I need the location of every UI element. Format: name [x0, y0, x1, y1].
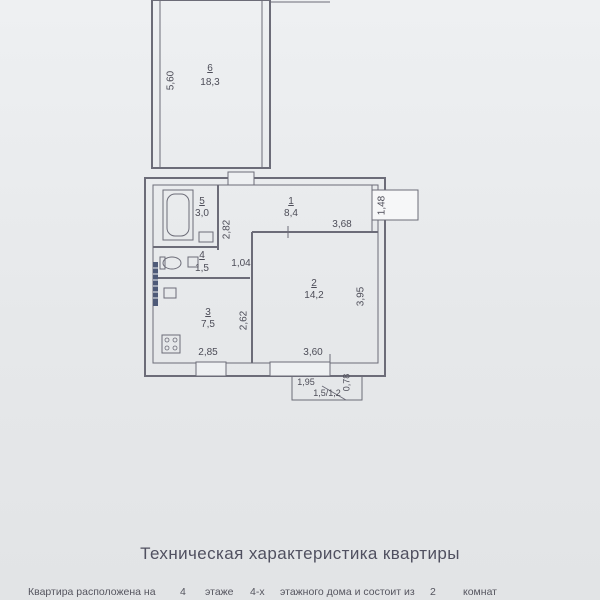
- inner-wall: [152, 184, 379, 364]
- room-1-number: 1: [288, 196, 294, 207]
- room-5-number: 5: [199, 196, 205, 207]
- toilet-tank: [159, 256, 166, 270]
- bathtub-inner: [166, 193, 190, 237]
- line-rooms: 2: [430, 586, 436, 598]
- room-4-area: 1,5: [195, 263, 209, 274]
- dimension-3-95: 3,95: [355, 286, 367, 307]
- entrance-door: [371, 189, 419, 221]
- line-text-4: комнат: [463, 586, 497, 598]
- dimension-3-60: 3,60: [303, 347, 323, 358]
- wall-room-6: [151, 0, 271, 169]
- dimension-2-85: 2,85: [198, 347, 218, 358]
- bath-sink: [198, 231, 214, 243]
- line-text-3: этажного дома и состоит из: [280, 586, 415, 598]
- window-top: [227, 171, 255, 186]
- room-2-area: 14,2: [304, 290, 324, 301]
- outer-wall: [144, 177, 386, 377]
- document-title: Техническая характеристика квартиры: [140, 544, 460, 563]
- wc-sink: [187, 256, 199, 268]
- room-6-area: 18,3: [200, 77, 220, 88]
- balcony: [291, 375, 363, 401]
- radiator: [153, 262, 158, 306]
- dimension-5-60: 5,60: [165, 70, 177, 91]
- dimension-1-04: 1,04: [231, 258, 251, 269]
- room-3-area: 7,5: [201, 319, 215, 330]
- line-text-2: этаже: [205, 586, 234, 598]
- kitchen-sink: [163, 287, 177, 299]
- room-6-number: 6: [207, 63, 213, 74]
- line-floors-total: 4-х: [250, 586, 265, 598]
- room-4-number: 4: [199, 250, 205, 261]
- toilet: [162, 256, 182, 270]
- bathtub: [162, 189, 194, 241]
- dimension-2-62: 2,62: [238, 310, 250, 331]
- dimension-3-68: 3,68: [332, 219, 352, 230]
- kitchen-stove: [161, 334, 181, 354]
- balcony-dimension: 1,5/1,2: [313, 388, 341, 398]
- window-room-3: [195, 361, 227, 377]
- dimension-2-82: 2,82: [221, 219, 233, 240]
- window-room-2: [269, 361, 331, 377]
- dimension-1-95: 1,95: [297, 377, 315, 387]
- line-floor: 4: [180, 586, 186, 598]
- dimension-1-48: 1,48: [376, 195, 388, 216]
- room-5-area: 3,0: [195, 208, 209, 219]
- room-2-number: 2: [311, 278, 317, 289]
- room-3-number: 3: [205, 307, 211, 318]
- line-text-1: Квартира расположена на: [28, 586, 156, 598]
- room-1-area: 8,4: [284, 208, 298, 219]
